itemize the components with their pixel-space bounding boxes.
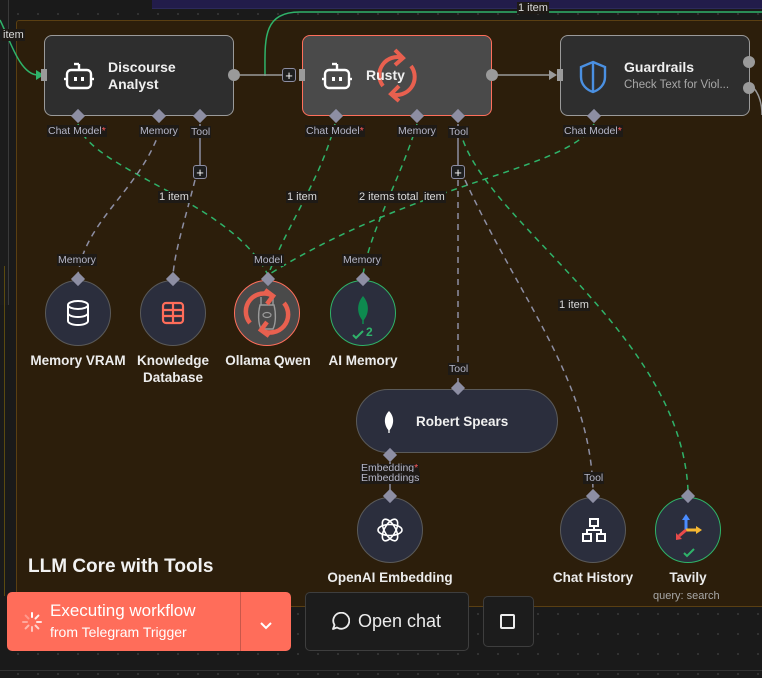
divider: [240, 592, 241, 651]
port-label: Memory: [57, 254, 97, 266]
node-knowledge-database[interactable]: [140, 280, 206, 346]
openai-icon: [376, 516, 404, 549]
exec-subtitle: from Telegram Trigger: [50, 624, 187, 640]
execute-main[interactable]: Executing workflow from Telegram Trigger: [7, 592, 240, 651]
node-label: Database: [142, 370, 204, 385]
node-discourse-analyst[interactable]: Discourse Analyst: [44, 35, 234, 116]
port-label: Embedding*: [360, 462, 420, 474]
node-rusty[interactable]: Rusty: [302, 35, 492, 116]
tavily-icon: [674, 514, 704, 545]
left-sticky-edge: [0, 266, 5, 596]
check-icon: [352, 327, 364, 345]
node-ollama-qwen[interactable]: [234, 280, 300, 346]
node-subtitle: Check Text for Viol...: [624, 79, 730, 91]
port-label: Memory: [342, 254, 382, 266]
sitemap-icon: [581, 517, 607, 548]
edge-label: 1 item: [558, 299, 590, 311]
robot-icon: [321, 62, 353, 95]
port-label: Tool: [448, 126, 470, 138]
stop-icon: [500, 614, 515, 629]
sticky-title: LLM Core with Tools: [28, 556, 214, 577]
stop-execution-button[interactable]: [483, 596, 534, 647]
port-label: Tool: [190, 126, 212, 138]
port-label: Tool: [583, 472, 605, 484]
database-icon: [66, 300, 90, 331]
node-guardrails[interactable]: Guardrails Check Text for Viol...: [560, 35, 750, 116]
shield-icon: [579, 60, 607, 99]
node-openai-embedding[interactable]: [357, 497, 423, 563]
leaf-icon: [355, 295, 371, 330]
top-node-edge: [152, 0, 762, 9]
node-label: Chat History: [552, 570, 634, 585]
output-handle[interactable]: [228, 69, 240, 81]
input-handle[interactable]: [299, 69, 305, 81]
node-title: Discourse: [108, 59, 176, 75]
output-handle[interactable]: [743, 56, 755, 68]
node-label: Knowledge: [136, 353, 209, 368]
running-spinner-icon: [241, 287, 293, 344]
left-node-edge: [0, 0, 9, 305]
open-chat-label: Open chat: [358, 611, 442, 631]
exec-title: Executing workflow: [50, 601, 196, 620]
node-robert-spears[interactable]: Robert Spears: [356, 389, 558, 453]
node-title: Rusty: [366, 67, 405, 83]
llama-icon: [255, 293, 279, 336]
edge-label: 1 item: [286, 191, 318, 203]
executing-workflow-button[interactable]: Executing workflow from Telegram Trigger: [7, 592, 291, 651]
node-label: AI Memory: [328, 353, 398, 368]
output-handle[interactable]: [486, 69, 498, 81]
execute-options-button[interactable]: [241, 592, 291, 651]
port-label: Model: [253, 254, 284, 266]
running-spinner-icon: [373, 46, 421, 109]
add-tool-button[interactable]: +: [451, 165, 465, 179]
input-handle[interactable]: [557, 69, 563, 81]
port-label: Chat Model*: [47, 125, 107, 137]
node-title: Robert Spears: [416, 414, 509, 429]
port-label: Memory: [139, 125, 179, 137]
node-label: Memory VRAM: [30, 353, 126, 368]
node-memory-vram[interactable]: [45, 280, 111, 346]
chevron-down-icon: [260, 617, 272, 635]
edge-label: 2 items total: [358, 191, 420, 203]
node-label: Ollama Qwen: [225, 353, 311, 368]
add-tool-button[interactable]: +: [193, 165, 207, 179]
edge-label: 1 item: [517, 2, 549, 14]
port-label: Embeddings: [360, 472, 421, 484]
edge-label: item: [423, 191, 446, 203]
check-icon: [683, 545, 695, 563]
node-ai-memory[interactable]: 2: [330, 280, 396, 346]
divider: [0, 670, 762, 671]
port-label: Chat Model*: [563, 125, 623, 137]
node-tavily[interactable]: [655, 497, 721, 563]
node-chat-history[interactable]: [560, 497, 626, 563]
open-chat-button[interactable]: Open chat: [305, 592, 469, 651]
loading-spinner-icon: [22, 612, 42, 637]
edge-label: 1 item: [158, 191, 190, 203]
node-subtitle: query: search: [653, 590, 720, 602]
table-icon: [161, 301, 185, 330]
port-label: Memory: [397, 125, 437, 137]
leaf-icon: [383, 410, 395, 439]
robot-icon: [63, 62, 95, 95]
edge-label: item: [2, 29, 25, 41]
chat-bubble-icon: [330, 611, 351, 637]
node-title: Guardrails: [624, 59, 695, 75]
node-label: Tavily: [669, 570, 707, 585]
run-count: 2: [366, 325, 373, 339]
input-handle[interactable]: [41, 69, 47, 81]
node-label: OpenAI Embedding: [327, 570, 453, 585]
add-node-button[interactable]: +: [282, 68, 296, 82]
port-label: Tool: [448, 363, 470, 375]
output-handle[interactable]: [743, 82, 755, 94]
node-title: Analyst: [108, 76, 159, 92]
port-label: Chat Model*: [305, 125, 365, 137]
